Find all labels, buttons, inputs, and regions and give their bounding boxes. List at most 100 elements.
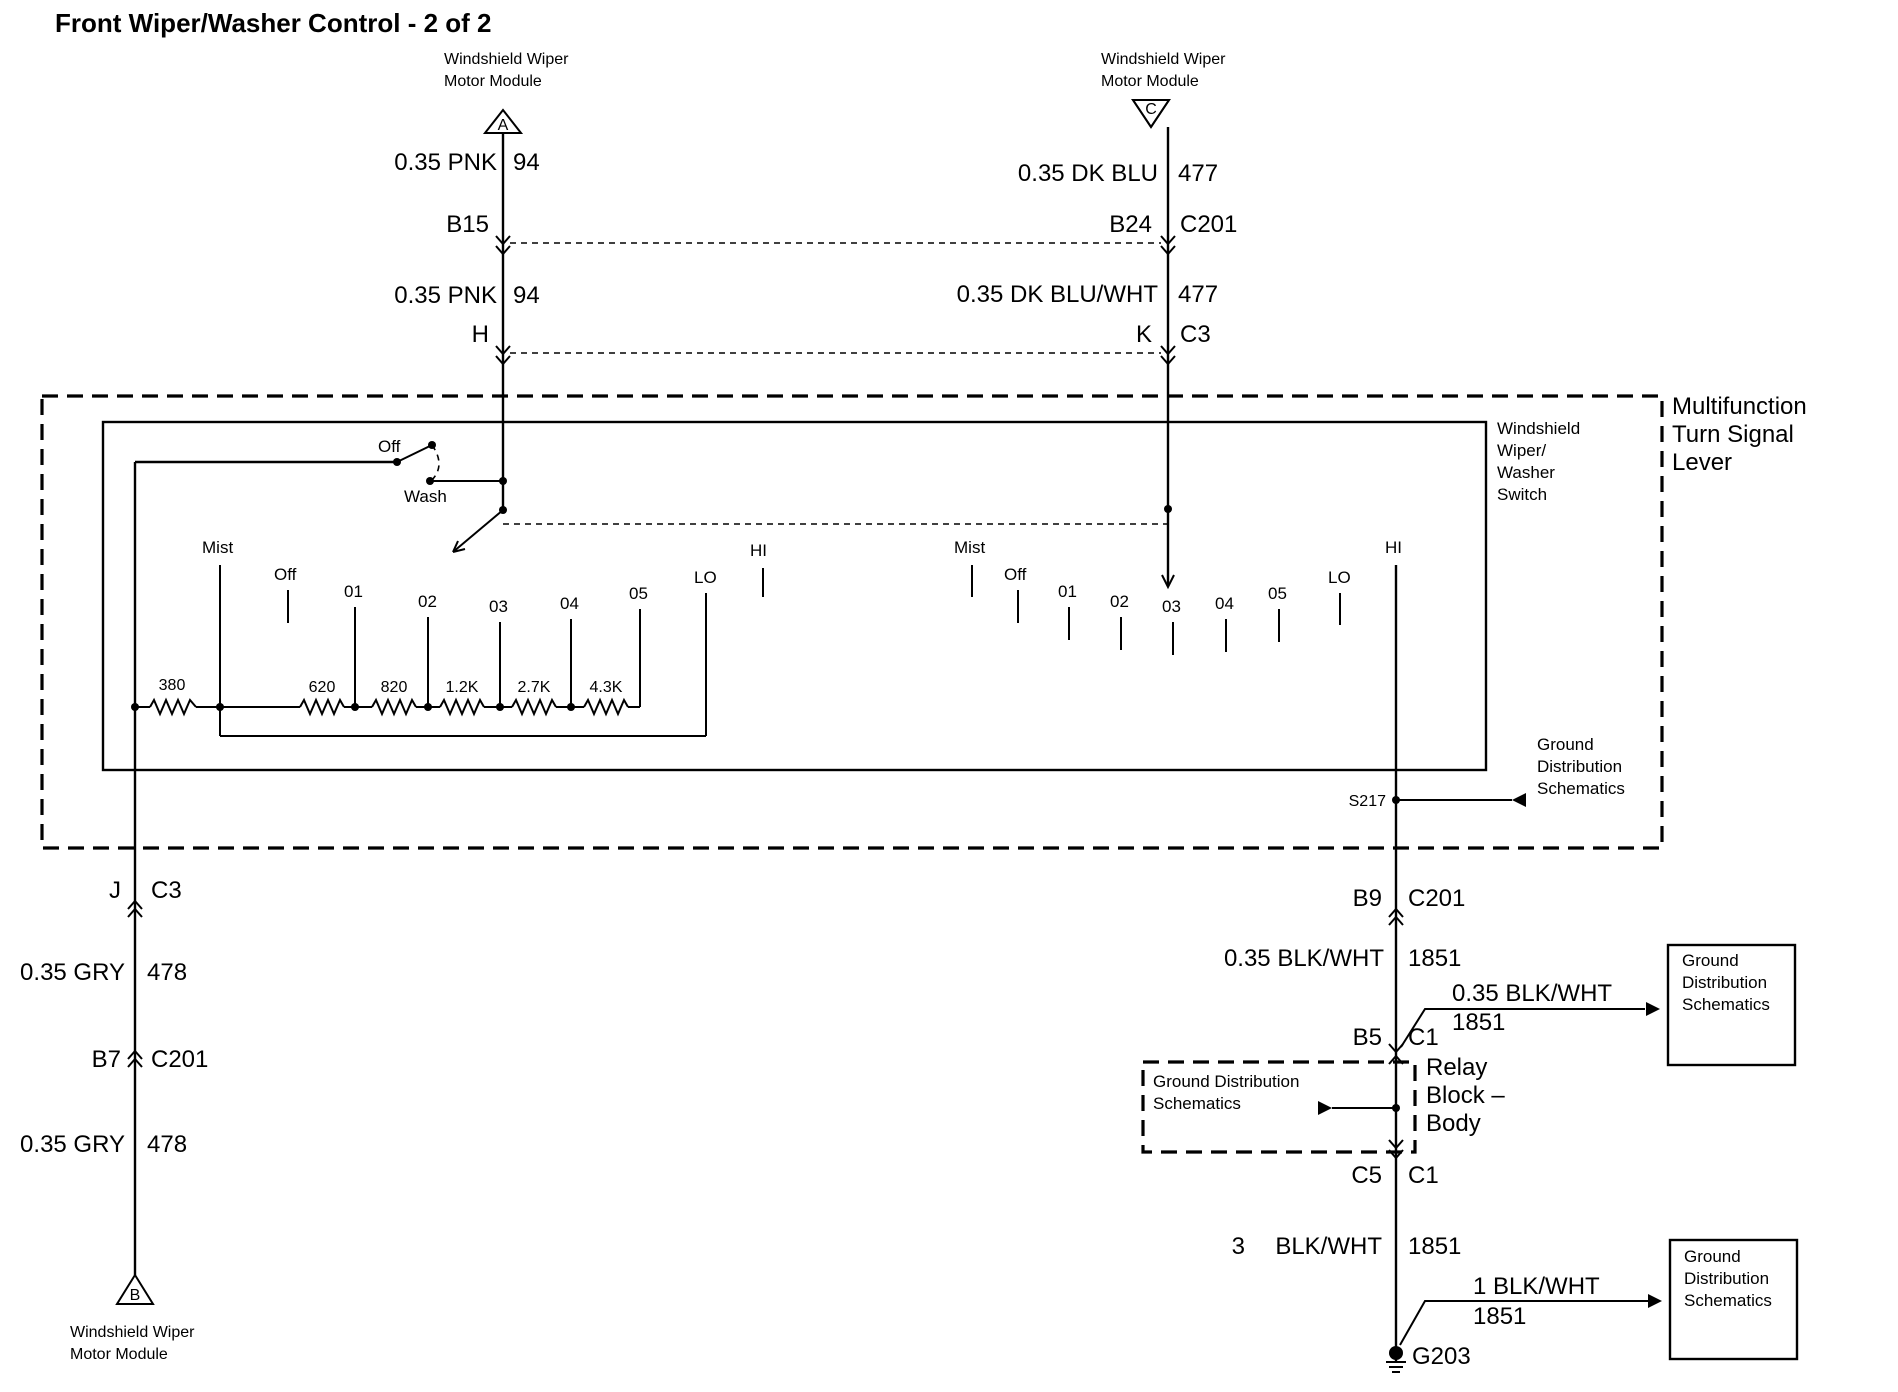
relay-block-boundary: [1141, 1060, 1417, 1154]
ladder-junction-03: [496, 703, 504, 711]
conn-b7-pin: B7: [92, 1046, 121, 1073]
wash-blade: [396, 444, 433, 463]
lever-label-line1: Multifunction: [1672, 393, 1807, 420]
ground-dist-1-line1: Ground: [1537, 735, 1594, 754]
switch-label-line1: Windshield: [1497, 419, 1580, 438]
conn-c3-bottom: C3: [151, 877, 182, 904]
left-pos-01: 01: [344, 582, 363, 601]
conn-b9-symbol: [1388, 907, 1404, 926]
wire-1851-num-1: 1851: [1408, 945, 1461, 972]
ground-dot: [1389, 1346, 1403, 1360]
left-pos-04: 04: [560, 594, 579, 613]
conn-k-symbol: [1160, 345, 1176, 366]
resistor-label-1-2k: 1.2K: [446, 679, 479, 696]
resistor-label-4-3k: 4.3K: [590, 679, 623, 696]
wire-1851-size-1: 0.35 BLK/WHT: [1224, 945, 1384, 972]
relay-block-line1: Relay: [1426, 1054, 1487, 1081]
wire-1851-num-3: 1851: [1408, 1233, 1461, 1260]
wire-94-num-2: 94: [513, 282, 540, 309]
conn-c1-bottom: C1: [1408, 1162, 1439, 1189]
conn-j-pin: J: [109, 877, 121, 904]
conn-b5-pin: B5: [1353, 1024, 1382, 1051]
feed-junction: [499, 477, 507, 485]
wire-478-num-2: 478: [147, 1131, 187, 1158]
right-pos-hi: HI: [1385, 538, 1402, 557]
right-pos-05: 05: [1268, 584, 1287, 603]
ground-dist-1-line2: Distribution: [1537, 757, 1622, 776]
lever-label-line3: Lever: [1672, 449, 1732, 476]
conn-c5-symbol: [1388, 1139, 1404, 1160]
ladder-junction-mist: [216, 703, 224, 711]
wire-478-size-1: 0.35 GRY: [20, 959, 125, 986]
switch-label-line4: Switch: [1497, 485, 1547, 504]
relay-splice: [1392, 1104, 1400, 1112]
wire-477-size-1: 0.35 DK BLU: [1018, 160, 1158, 187]
conn-k-pin: K: [1136, 321, 1152, 348]
conn-c201-top: C201: [1180, 211, 1237, 238]
s217-ground-arrow: [1512, 793, 1526, 807]
resistor-label-380: 380: [159, 677, 186, 694]
ground-dist-box-2-line3: Schematics: [1684, 1291, 1772, 1310]
branch-2-num: 1851: [1473, 1303, 1526, 1330]
splice-label: S217: [1349, 793, 1386, 810]
terminal-b-letter: B: [130, 1287, 141, 1304]
module-a-label-line2: Motor Module: [444, 73, 542, 90]
relay-block-line3: Body: [1426, 1110, 1481, 1137]
conn-c201-bottom-right: C201: [1408, 885, 1465, 912]
ground-dist-box-2-line1: Ground: [1684, 1247, 1741, 1266]
ground-dist-box-1-line3: Schematics: [1682, 995, 1770, 1014]
left-pos-mist: Mist: [202, 538, 233, 557]
wire-477-size-2: 0.35 DK BLU/WHT: [957, 281, 1159, 308]
ground-dist-2-line2: Schematics: [1153, 1094, 1241, 1113]
resistor-2-7k: [511, 697, 557, 717]
ground-dist-box-2-line2: Distribution: [1684, 1269, 1769, 1288]
switch-label-line2: Wiper/: [1497, 441, 1546, 460]
left-pos-02: 02: [418, 592, 437, 611]
ground-dist-1-line3: Schematics: [1537, 779, 1625, 798]
relay-ground-arrow: [1318, 1101, 1332, 1115]
right-pos-lo: LO: [1328, 568, 1351, 587]
branch-1-size: 0.35 BLK/WHT: [1452, 980, 1612, 1007]
diagram-title: Front Wiper/Washer Control - 2 of 2: [55, 8, 491, 38]
branch-2-size: 1 BLK/WHT: [1473, 1273, 1600, 1300]
conn-b9-pin: B9: [1353, 885, 1382, 912]
ground-dist-box-1-line1: Ground: [1682, 951, 1739, 970]
ladder-junction-01: [351, 703, 359, 711]
switch-label-line3: Washer: [1497, 463, 1555, 482]
wire-94-num-1: 94: [513, 149, 540, 176]
right-pos-01: 01: [1058, 582, 1077, 601]
ladder-junction-02: [424, 703, 432, 711]
conn-b7-symbol: [127, 1049, 143, 1068]
resistor-ladder: 380 620 820 1.2K 2.7K 4.3K: [131, 677, 706, 737]
left-selector-arrow: [452, 540, 466, 553]
right-pos-off: Off: [1004, 565, 1027, 584]
wiper-washer-switch-box: [101, 420, 1488, 772]
lever-label-line2: Turn Signal: [1672, 421, 1794, 448]
left-pos-lo: LO: [694, 568, 717, 587]
right-selector-arrow: [1161, 574, 1175, 590]
wiper-module-a: Windshield Wiper Motor Module A: [444, 51, 569, 134]
module-b-label-line2: Motor Module: [70, 1346, 168, 1363]
terminal-c-letter: C: [1145, 101, 1157, 118]
wire-94-size-2: 0.35 PNK: [394, 282, 497, 309]
wire-478-num-1: 478: [147, 959, 187, 986]
ground-g203: [1386, 1346, 1406, 1373]
right-pos-04: 04: [1215, 594, 1234, 613]
wiper-module-c: Windshield Wiper Motor Module C: [1101, 51, 1226, 129]
wash-linkage: [431, 444, 440, 481]
relay-block-line2: Block –: [1426, 1082, 1505, 1109]
ground-dist-box-1-line2: Distribution: [1682, 973, 1767, 992]
conn-h-symbol: [495, 345, 511, 366]
branch-1-num: 1851: [1452, 1009, 1505, 1036]
ground-dist-box-1: [1666, 943, 1797, 1067]
terminal-a-letter: A: [498, 117, 509, 134]
conn-b24-symbol: [1160, 235, 1176, 256]
left-pos-05: 05: [629, 584, 648, 603]
conn-c1-top: C1: [1408, 1024, 1439, 1051]
conn-c3-top: C3: [1180, 321, 1211, 348]
terminal-b-triangle: [115, 1273, 155, 1305]
conn-b15-pin: B15: [446, 211, 489, 238]
resistor-380: [149, 697, 197, 717]
